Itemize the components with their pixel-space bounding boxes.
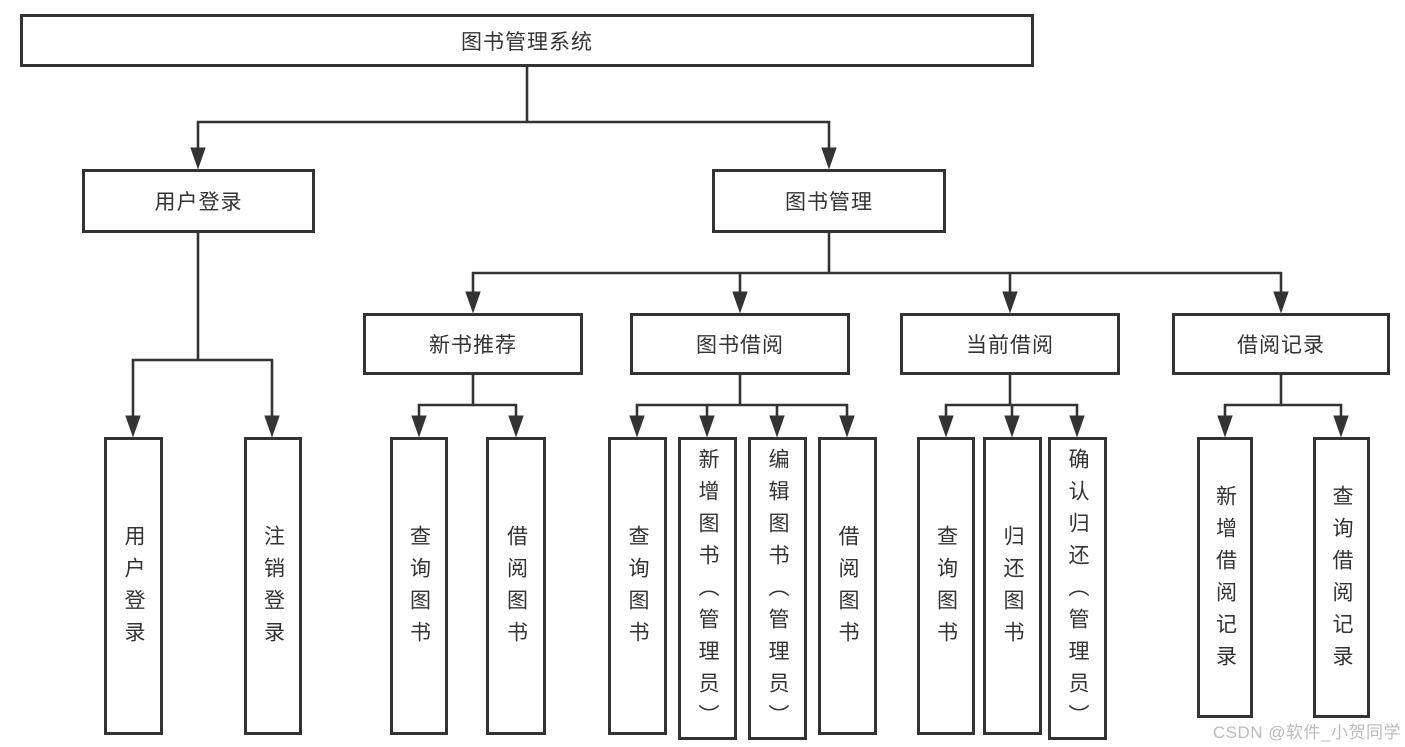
node-add-book-admin: 新增图书（管理员）: [678, 437, 737, 740]
node-borrow-books: 借阅图书: [818, 437, 877, 735]
watermark: CSDN @软件_小贺同学: [1212, 723, 1401, 742]
node-return-books: 归还图书: [983, 437, 1042, 735]
node-confirm-return-admin: 确认归还（管理员）: [1048, 437, 1107, 740]
node-borrow-books-recommend: 借阅图书: [486, 437, 546, 735]
node-root: 图书管理系统: [20, 14, 1034, 67]
node-edit-book-admin: 编辑图书（管理员）: [748, 437, 807, 740]
node-query-books-recommend: 查询图书: [390, 437, 448, 735]
node-add-borrow-record: 新增借阅记录: [1197, 437, 1253, 718]
node-book-management: 图书管理: [712, 169, 946, 233]
node-query-borrow-record: 查询借阅记录: [1313, 437, 1370, 718]
node-query-books-current: 查询图书: [917, 437, 975, 735]
node-query-books-borrowing: 查询图书: [608, 437, 667, 735]
node-current-borrowing: 当前借阅: [900, 313, 1120, 375]
node-logout: 注销登录: [244, 437, 302, 735]
node-user-login-branch: 用户登录: [82, 169, 315, 233]
node-user-login: 用户登录: [104, 437, 163, 735]
node-book-borrowing: 图书借阅: [630, 313, 850, 375]
node-borrowing-records: 借阅记录: [1172, 313, 1390, 375]
node-new-book-recommend: 新书推荐: [363, 313, 583, 375]
